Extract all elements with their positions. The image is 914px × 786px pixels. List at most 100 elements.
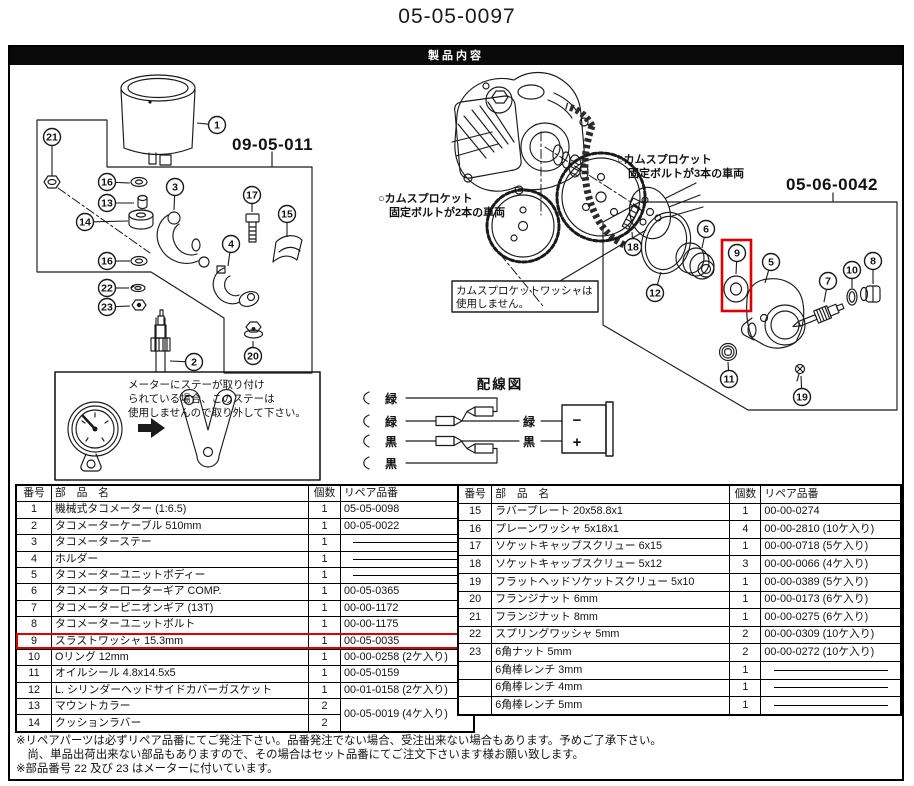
part-qty: 2 — [308, 714, 341, 733]
repair-part-number: 00-00-0275 (6ケ入り) — [760, 608, 902, 627]
sprocket-2bolt-label-line1: ○カムスプロケット — [378, 191, 473, 205]
repair-part-number: 00-00-2810 (10ケ入り) — [760, 520, 902, 539]
part-name: フラットヘッドソケットスクリュー 5x10 — [491, 572, 731, 592]
frame-header-title: 製品内容 — [10, 47, 902, 65]
wire-label-green-2: 緑 — [385, 414, 398, 429]
stay-note-line3: 使用しませんので取り外して下さい。 — [128, 406, 306, 419]
repair-part-number: 00-00-0066 (4ケ入り) — [760, 555, 902, 574]
part-qty: 1 — [308, 681, 341, 700]
callout-11 — [719, 369, 739, 389]
column-header: リペア品番 — [760, 484, 902, 504]
part-qty: 2 — [729, 625, 762, 645]
repair-part-number: 00-00-0173 (6ケ入り) — [760, 590, 902, 610]
arrow-right-icon — [138, 418, 165, 438]
part-qty: 1 — [308, 632, 341, 650]
part-name: オイルシール 4.8x14.5x5 — [51, 665, 309, 683]
repair-part-number: 00-05-0019 (4ケ入り) — [340, 698, 475, 733]
callout-5 — [761, 252, 781, 272]
meter-plus-sign: + — [573, 434, 582, 451]
callout-23 — [97, 297, 117, 317]
svg-text:16: 16 — [101, 256, 113, 268]
repair-part-number: 00-00-0389 (5ケ入り) — [760, 572, 902, 592]
part-qty: 1 — [729, 590, 762, 610]
part-row-number: 5 — [15, 566, 52, 585]
sprocket-2bolt-label-line2: 固定ボルトが2本の車両 — [389, 205, 505, 219]
sprocket-3bolt-label-line1: ○カムスプロケット — [617, 152, 712, 166]
repair-part-number: 00-05-0022 — [340, 517, 475, 536]
callout-10 — [842, 260, 862, 280]
right-kit-label: 05-06-0042 — [786, 175, 878, 194]
right-kit-outline — [602, 192, 898, 411]
part-row-number: 8 — [15, 616, 52, 634]
svg-text:22: 22 — [101, 283, 113, 295]
part-name: スプリングワッシャ 5mm — [491, 625, 731, 645]
footnotes: ※リペアパーツは必ずリペア品番にてご発注下さい。品番発注でない場合、受注出来ない… — [16, 734, 900, 776]
svg-text:21: 21 — [46, 132, 58, 144]
header-row: 番号部 品 名個数リペア品番 — [457, 484, 902, 504]
part-name: タコメーターユニットボルト — [51, 616, 309, 634]
part-row-number: 13 — [15, 698, 52, 716]
callout-6 — [696, 219, 716, 239]
part-qty: 2 — [308, 698, 341, 716]
column-header: 個数 — [308, 484, 341, 503]
part-row-number: 23 — [457, 643, 493, 662]
part-qty: 1 — [308, 566, 341, 585]
wiring-diagram — [363, 391, 614, 470]
part-row-number: 15 — [457, 502, 493, 522]
footnote-line3: ※部品番号 22 及び 23 はメーターに付いています。 — [16, 763, 279, 776]
sprocket-3bolt-label-line2: 固定ボルトが3本の車両 — [628, 166, 744, 180]
part-name: スラストワッシャ 15.3mm — [51, 632, 309, 650]
left-kit-label: 09-05-011 — [232, 135, 313, 154]
red-highlight-box-part9 — [720, 238, 753, 313]
column-header: 番号 — [457, 484, 493, 504]
no-part-number-dash — [773, 704, 888, 706]
part-name: タコメーターピニオンギア (13T) — [51, 599, 309, 618]
part-qty: 1 — [308, 665, 341, 683]
washer-note-line2: 使用しません。 — [456, 297, 529, 310]
callout-16 — [97, 251, 117, 271]
exploded-diagram: 09-05-011 — [36, 71, 898, 481]
part-qty: 1 — [729, 696, 762, 716]
part-row-number: 4 — [15, 550, 52, 568]
repair-part-number — [340, 566, 475, 585]
svg-text:7: 7 — [825, 276, 831, 288]
part-row-number: 12 — [15, 681, 52, 700]
part-row-number: 19 — [457, 572, 493, 592]
svg-text:10: 10 — [846, 265, 858, 277]
column-header: 部 品 名 — [491, 484, 731, 504]
wire-label-green-1: 緑 — [385, 391, 398, 406]
part-qty: 1 — [308, 501, 341, 519]
callout-13 — [97, 193, 117, 213]
repair-part-number — [760, 696, 902, 716]
part-name: タコメーターユニットボディー — [51, 566, 309, 585]
part-row-number: 7 — [15, 599, 52, 618]
repair-part-number: 00-00-1172 — [340, 599, 475, 618]
part-qty: 1 — [308, 550, 341, 568]
part-row-number: 2 — [15, 517, 52, 536]
callout-15 — [277, 204, 297, 224]
part-name: ソケットキャップスクリュー 6x15 — [491, 537, 731, 557]
header-row: 番号部 品 名個数リペア品番 — [15, 484, 475, 503]
part-qty: 2 — [729, 643, 762, 662]
part-name: 6角棒レンチ 4mm — [491, 678, 731, 698]
repair-part-number — [340, 550, 475, 568]
part-name: ラバープレート 20x58.8x1 — [491, 502, 731, 522]
svg-text:16: 16 — [101, 177, 113, 189]
callout-21 — [42, 127, 62, 147]
